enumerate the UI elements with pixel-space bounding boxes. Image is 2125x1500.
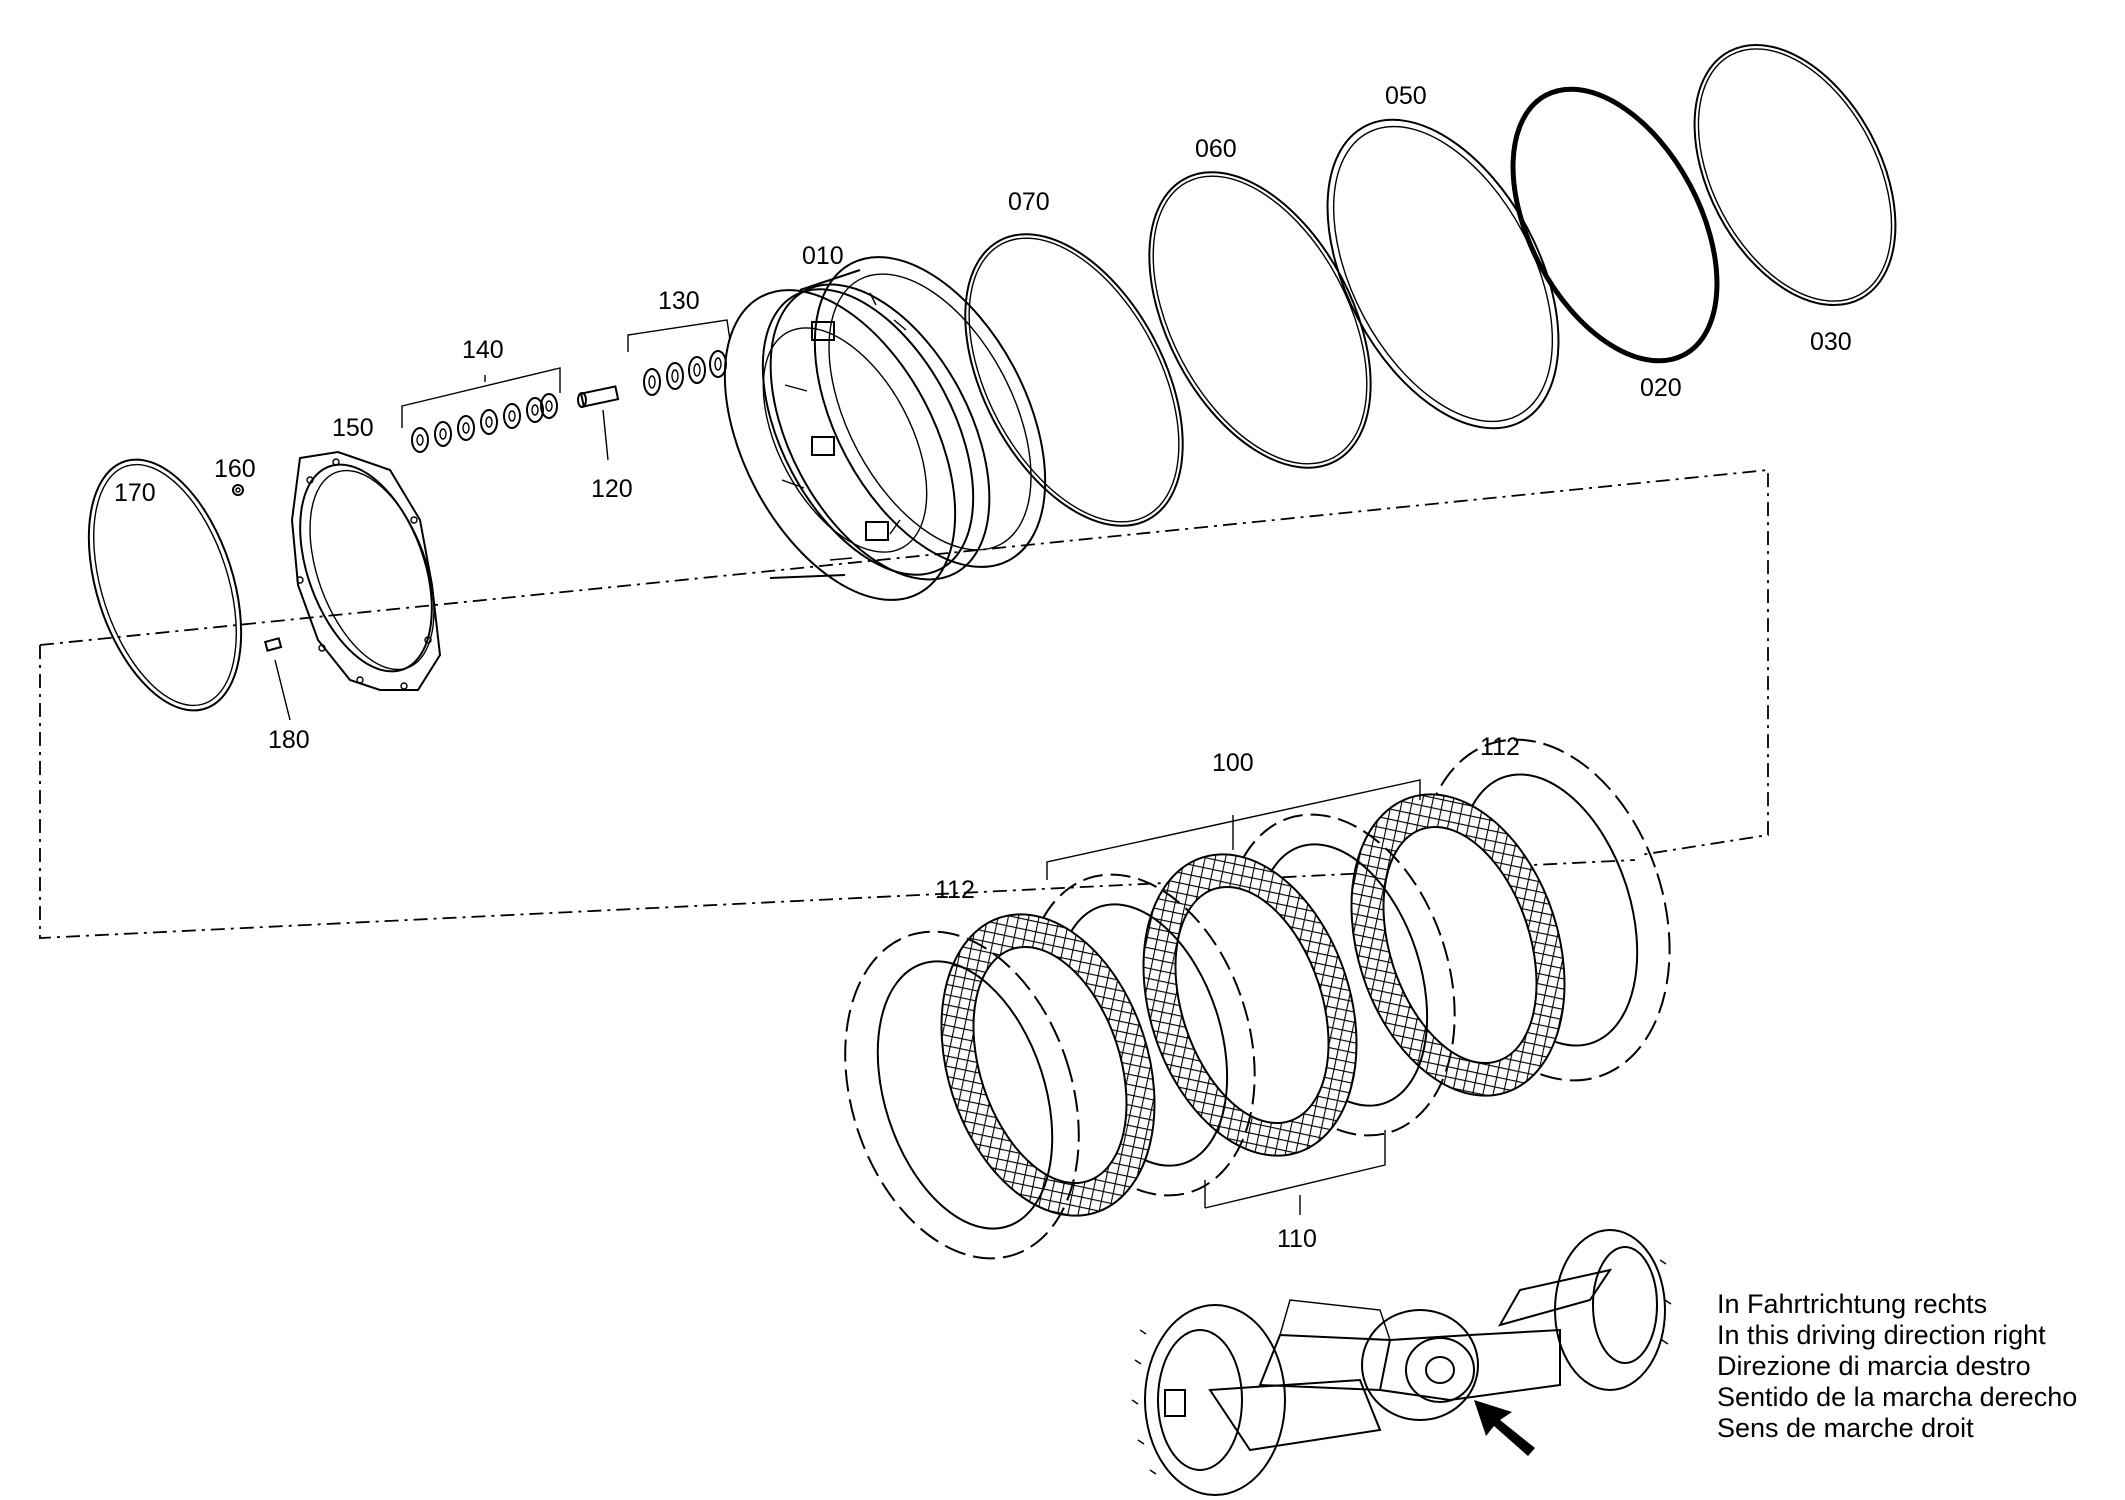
label-120: 120 [591,475,633,503]
piston-housing-010 [723,256,1047,601]
label-140: 140 [462,336,504,364]
cover-plate-150 [290,450,442,691]
label-100: 100 [1212,749,1254,777]
label-112-right: 112 [1480,733,1520,761]
label-170: 170 [114,479,156,507]
label-180: 180 [268,726,310,754]
label-150: 150 [332,414,374,442]
ring-050 [1326,118,1560,430]
label-070: 070 [1008,188,1050,216]
direction-note-it: Direzione di marcia destro [1717,1351,2031,1381]
disc-pack [844,738,1671,1260]
end-plate-112-left [844,930,1080,1260]
direction-note-fr: Sens de marche droit [1717,1413,1974,1443]
direction-note: In Fahrtrichtung rechts In this driving … [1717,1289,2077,1443]
seal-set-130 [627,319,731,396]
spring-set-140 [401,367,561,453]
direction-note-en: In this driving direction right [1717,1320,2046,1350]
snap-ring-170 [87,458,243,712]
direction-arrow-icon [1474,1400,1535,1456]
ring-020 [1510,86,1720,364]
label-020: 020 [1640,374,1682,402]
label-130: 130 [658,287,700,315]
assembly-boundary-line [39,469,1769,939]
pin-180 [263,637,291,721]
ring-070 [964,233,1184,527]
label-010: 010 [802,242,844,270]
nut-160 [232,484,244,496]
ring-060 [1148,171,1372,469]
label-030: 030 [1810,328,1852,356]
direction-note-de: In Fahrtrichtung rechts [1717,1289,1987,1319]
ring-030 [1693,43,1897,307]
label-050: 050 [1385,82,1427,110]
pin-120 [577,385,620,461]
label-160: 160 [214,455,256,483]
label-110: 110 [1277,1225,1317,1253]
label-112-left: 112 [935,876,975,904]
direction-note-es: Sentido de la marcha derecho [1717,1382,2077,1412]
axle-illustration [1131,1229,1672,1496]
label-060: 060 [1195,135,1237,163]
